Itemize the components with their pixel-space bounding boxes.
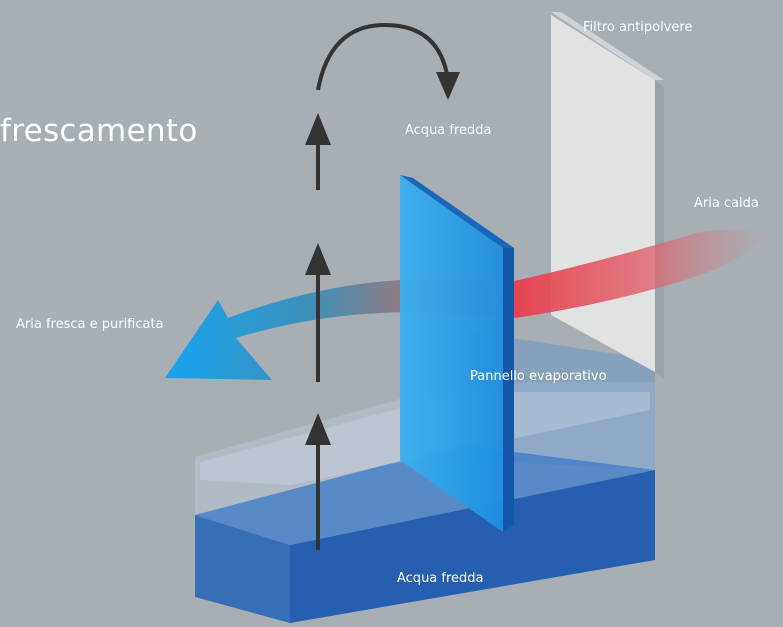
filter-top-edge — [551, 12, 664, 80]
up-arrowhead-3 — [305, 413, 331, 445]
fresh-air-label: Aria fresca e purificata — [16, 317, 164, 332]
panel-face — [400, 175, 503, 532]
up-arrow-2 — [305, 243, 331, 382]
panel-thickness — [503, 248, 514, 532]
up-arrow-3 — [305, 413, 331, 550]
tank-water-layer — [195, 445, 655, 545]
warm-air-arrow — [500, 229, 768, 318]
diagram-title: frescamento — [0, 113, 198, 149]
up-arrowhead-2 — [305, 243, 331, 275]
cold-water-top-label: Acqua fredda — [405, 123, 492, 138]
circulation-arrow — [316, 22, 460, 100]
cold-water-bottom-label: Acqua fredda — [397, 571, 484, 586]
warm-air-label: Aria calda — [694, 196, 759, 211]
filter-edge — [655, 80, 664, 378]
up-arrowhead-1 — [305, 113, 331, 145]
up-arrow-1 — [305, 113, 331, 190]
evaporative-panel-label: Pannello evaporativo — [470, 369, 607, 384]
dust-filter-label: Filtro antipolvere — [583, 20, 693, 35]
panel-side — [400, 175, 514, 250]
evaporative-panel — [400, 175, 514, 532]
tank-right-face — [290, 470, 655, 623]
dust-filter — [551, 12, 664, 378]
tank-front-face — [195, 515, 290, 623]
circulation-arrowhead — [436, 72, 460, 100]
circulation-curve — [316, 22, 450, 91]
